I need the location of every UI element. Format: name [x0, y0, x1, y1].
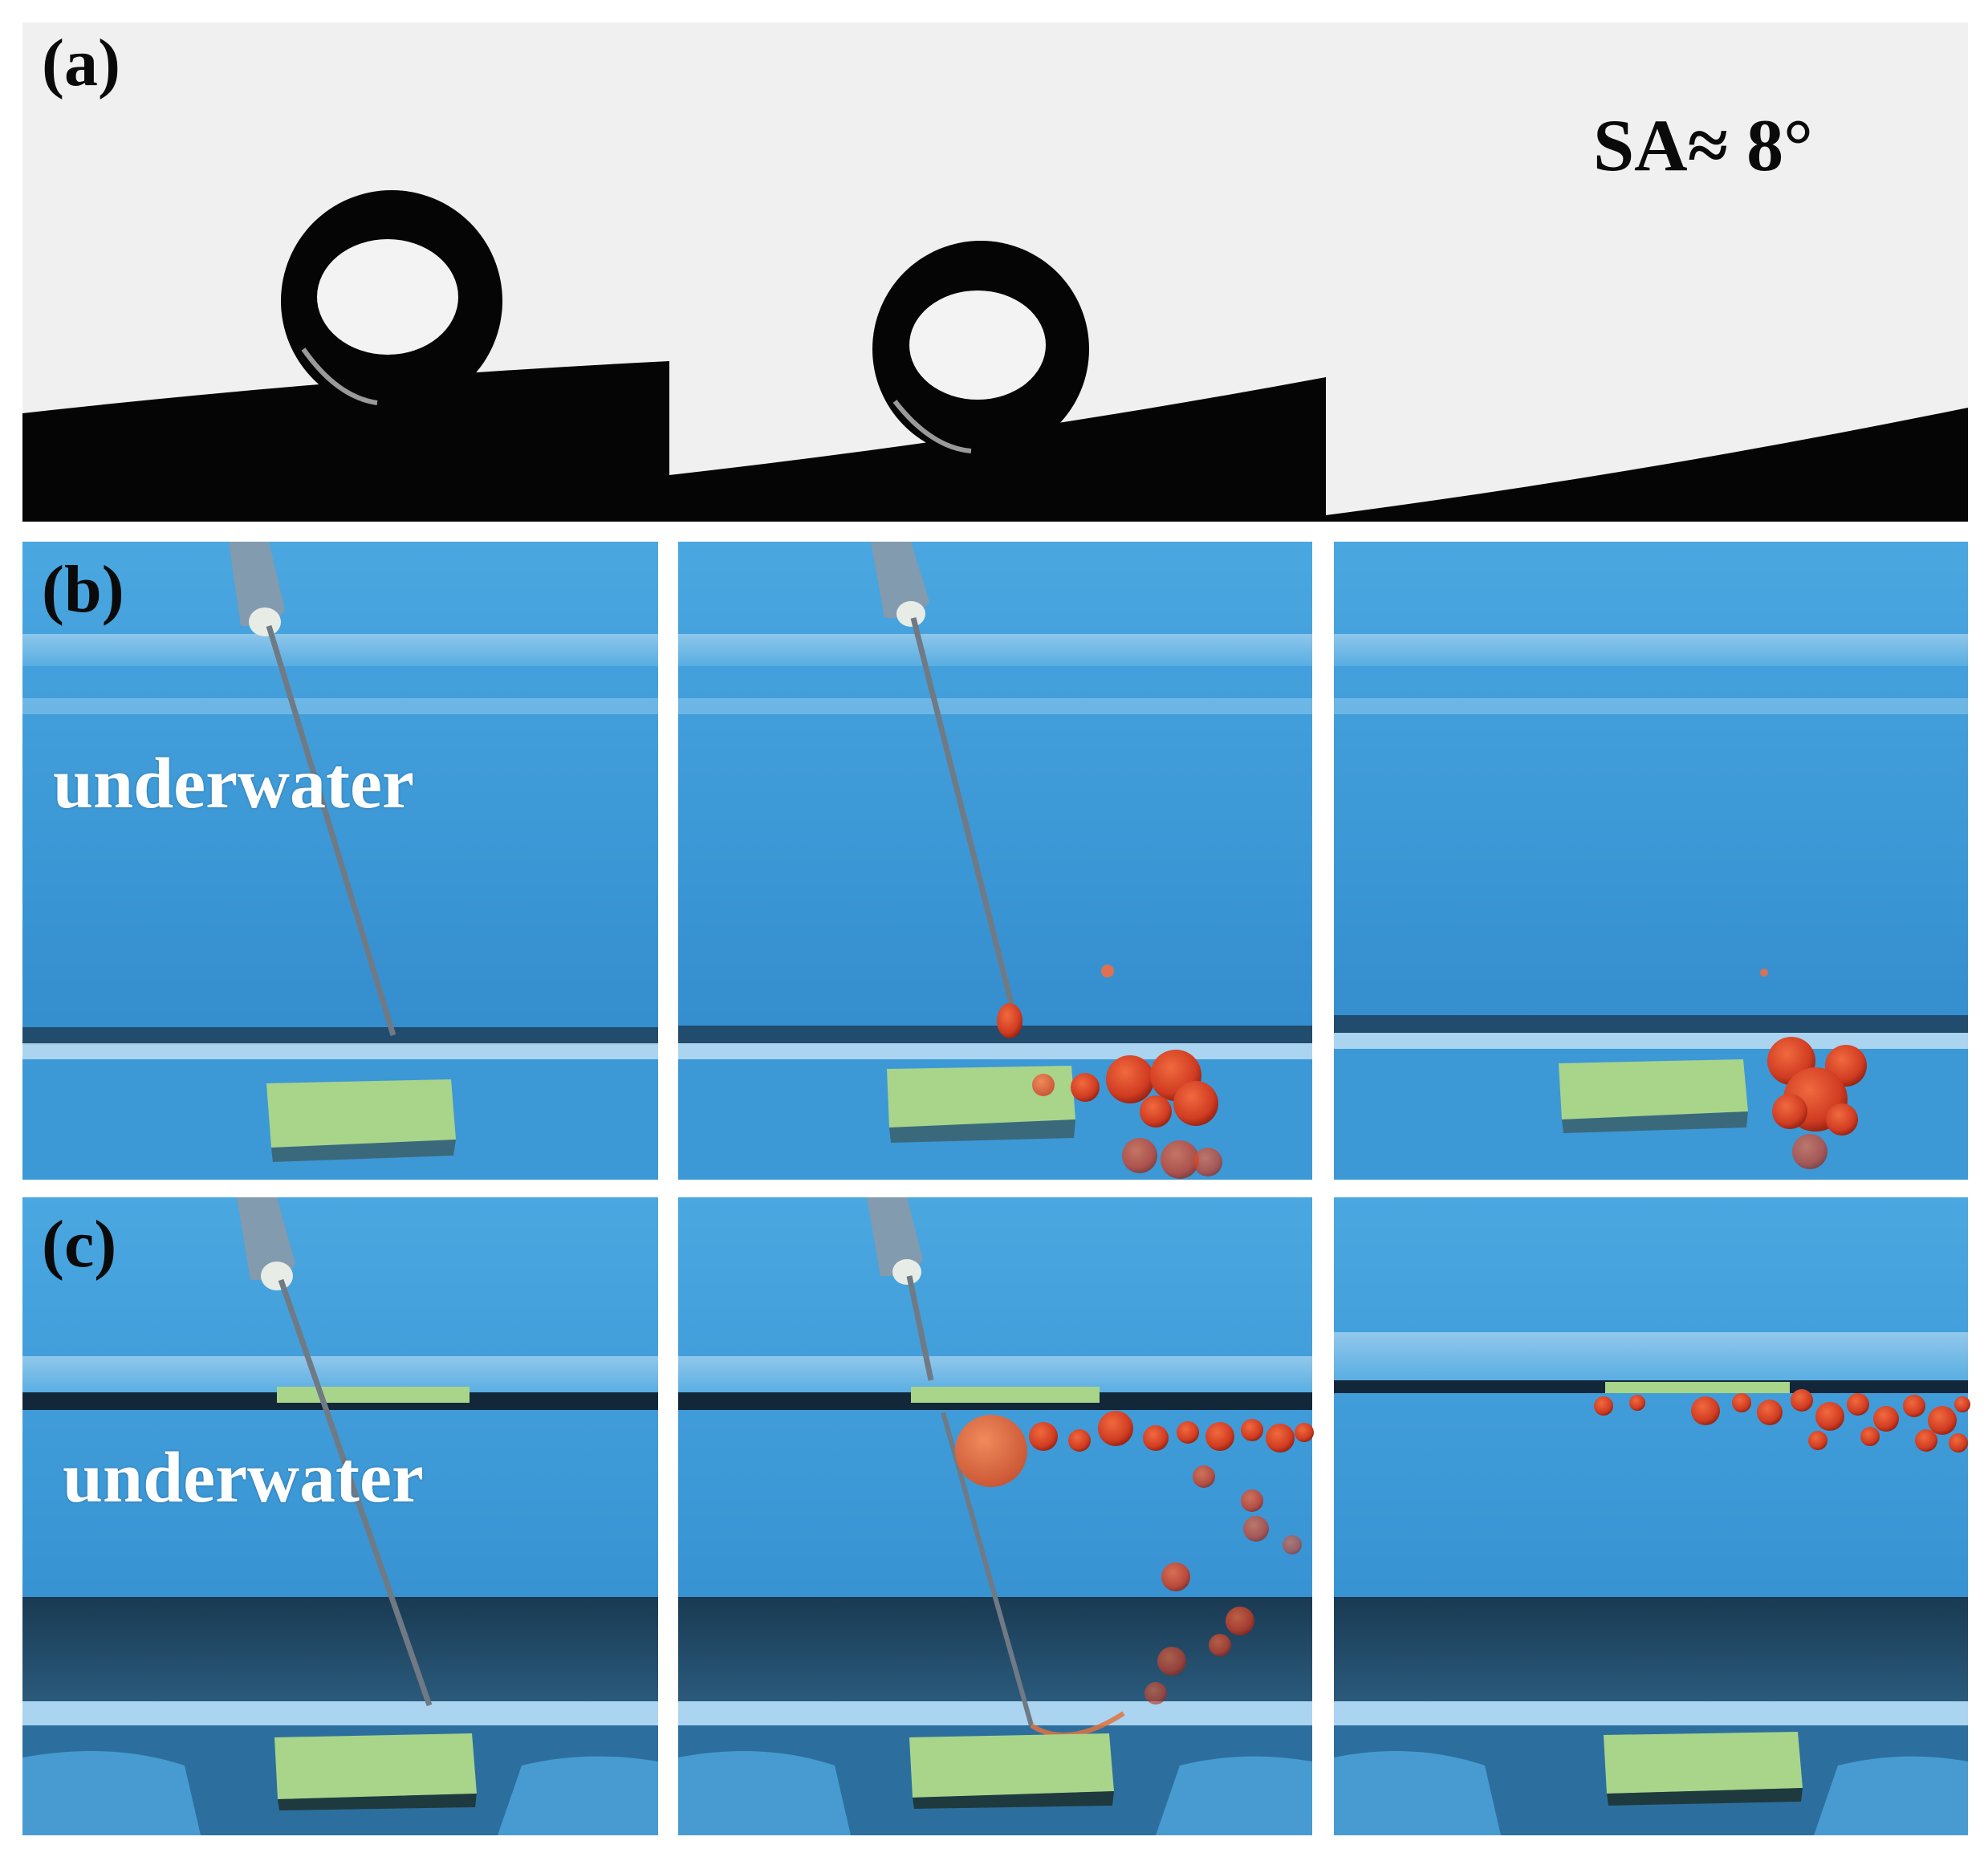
contact-angle-frame-3 — [1326, 22, 1968, 522]
underwater-photo-b1 — [22, 542, 658, 1180]
water-droplet-image — [281, 190, 502, 412]
underwater-photo-c2 — [678, 1197, 1314, 1835]
panel-b — [22, 542, 1968, 1180]
oil-droplet-cluster — [1032, 1050, 1222, 1179]
underwater-photo-b2 — [678, 542, 1312, 1180]
underwater-label-b: underwater — [53, 744, 414, 823]
underwater-photo-b3 — [1334, 542, 1968, 1180]
underwater-photo-c3 — [1334, 1197, 1970, 1835]
oil-droplet-cluster — [1767, 1037, 1867, 1169]
panel-c — [22, 1197, 1970, 1835]
oil-droplet-cluster — [1594, 1389, 1970, 1453]
panel-label-c: (c) — [42, 1207, 117, 1282]
panel-label-a: (a) — [42, 26, 120, 100]
underwater-label-c: underwater — [63, 1438, 424, 1518]
underwater-photo-c1 — [22, 1197, 658, 1835]
water-droplet-image — [872, 241, 1089, 457]
contact-angle-frame-1 — [22, 22, 669, 522]
sliding-angle-annotation: SA≈ 8° — [1593, 104, 1813, 186]
contact-angle-frame-2 — [669, 22, 1326, 522]
oil-droplet-cluster — [955, 1411, 1314, 1705]
panel-a — [22, 22, 1968, 522]
panel-label-b: (b) — [42, 552, 124, 627]
